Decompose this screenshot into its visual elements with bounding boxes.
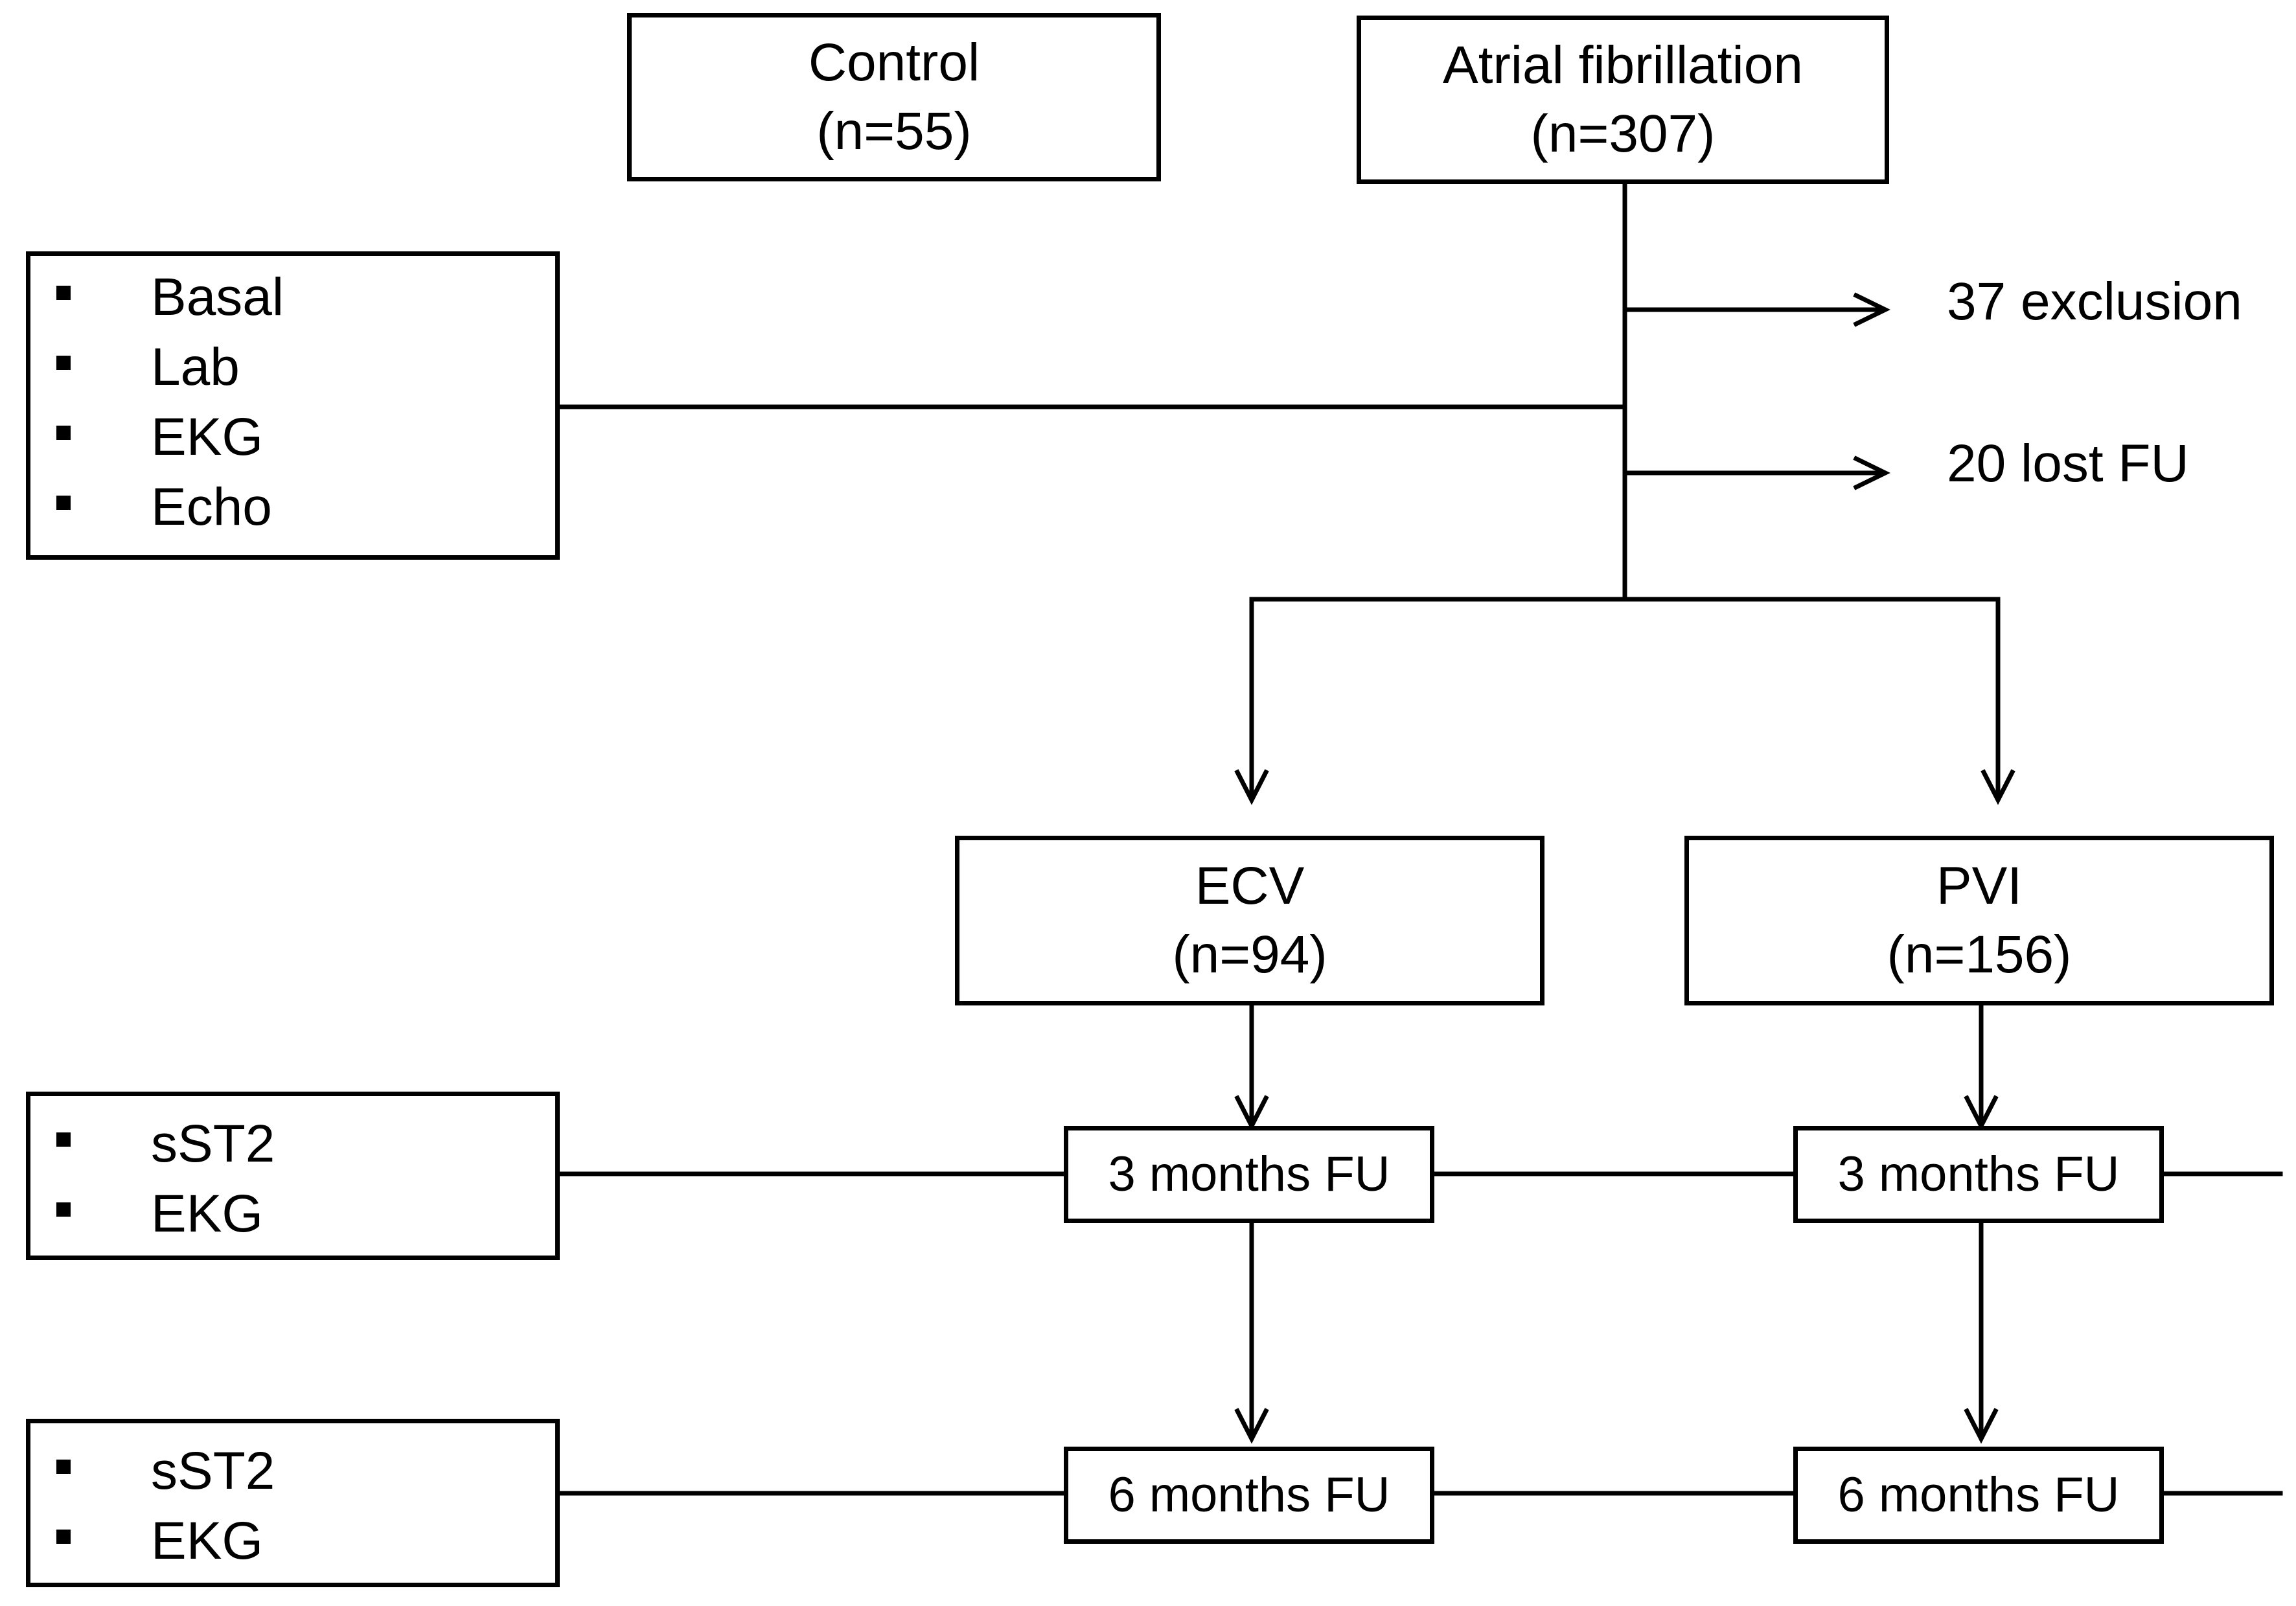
bullet-icon (56, 426, 71, 440)
pvi-box: PVI (n=156) (1684, 836, 2274, 1005)
bullet-icon (56, 1460, 71, 1474)
to-ecv-arrowhead (1234, 769, 1269, 805)
ecv-title: ECV (1195, 856, 1305, 915)
ecv-3-months-box: 3 months FU (1064, 1126, 1434, 1223)
pvi-6-months-label: 6 months FU (1837, 1467, 2120, 1522)
month6-assessment-list: sST2 EKG (56, 1436, 275, 1576)
pvi-title: PVI (1936, 856, 2023, 915)
bullet-icon (56, 1530, 71, 1544)
control-n: (n=55) (816, 102, 972, 161)
ecv-6-months-box: 6 months FU (1064, 1447, 1434, 1544)
baseline-assessment-list: Basal Lab EKG Echo (56, 262, 284, 542)
lost-arrowhead (1853, 455, 1890, 490)
bullet-icon (56, 496, 71, 510)
bullet-icon (56, 356, 71, 370)
af-title: Atrial fibrillation (1443, 36, 1803, 95)
list-item: Echo (56, 472, 284, 542)
control-title: Control (808, 33, 980, 92)
to-pvi-arrowhead (1980, 769, 2015, 805)
lost-fu-label: 20 lost FU (1947, 434, 2189, 493)
list-item: EKG (56, 1179, 275, 1249)
control-box: Control (n=55) (627, 13, 1161, 181)
month3-assessment-box: sST2 EKG (26, 1092, 560, 1260)
bullet-icon (56, 1202, 71, 1217)
ecv-6-months-label: 6 months FU (1108, 1467, 1390, 1522)
pvi-3m-to-6m-arrowhead (1964, 1408, 1999, 1444)
bullet-icon (56, 1132, 71, 1147)
pvi-3-months-label: 3 months FU (1837, 1147, 2120, 1202)
exclusion-label: 37 exclusion (1947, 272, 2242, 331)
list-item: EKG (56, 1506, 275, 1576)
pvi-n: (n=156) (1887, 925, 2072, 984)
pvi-6-months-box: 6 months FU (1793, 1447, 2164, 1544)
af-box: Atrial fibrillation (n=307) (1357, 16, 1889, 184)
list-item: EKG (56, 402, 284, 472)
pvi-3-months-box: 3 months FU (1793, 1126, 2164, 1223)
bullet-icon (56, 286, 71, 300)
list-item: sST2 (56, 1109, 275, 1179)
ecv-3m-to-6m-arrowhead (1234, 1408, 1269, 1444)
baseline-assessment-box: Basal Lab EKG Echo (26, 251, 560, 560)
exclusion-arrowhead (1853, 292, 1890, 327)
ecv-box: ECV (n=94) (955, 836, 1544, 1005)
list-item: Lab (56, 332, 284, 402)
ecv-3-months-label: 3 months FU (1108, 1147, 1390, 1202)
af-n: (n=307) (1530, 104, 1716, 163)
month3-assessment-list: sST2 EKG (56, 1109, 275, 1249)
month6-assessment-box: sST2 EKG (26, 1419, 560, 1587)
list-item: sST2 (56, 1436, 275, 1506)
list-item: Basal (56, 262, 284, 332)
ecv-n: (n=94) (1172, 925, 1327, 984)
